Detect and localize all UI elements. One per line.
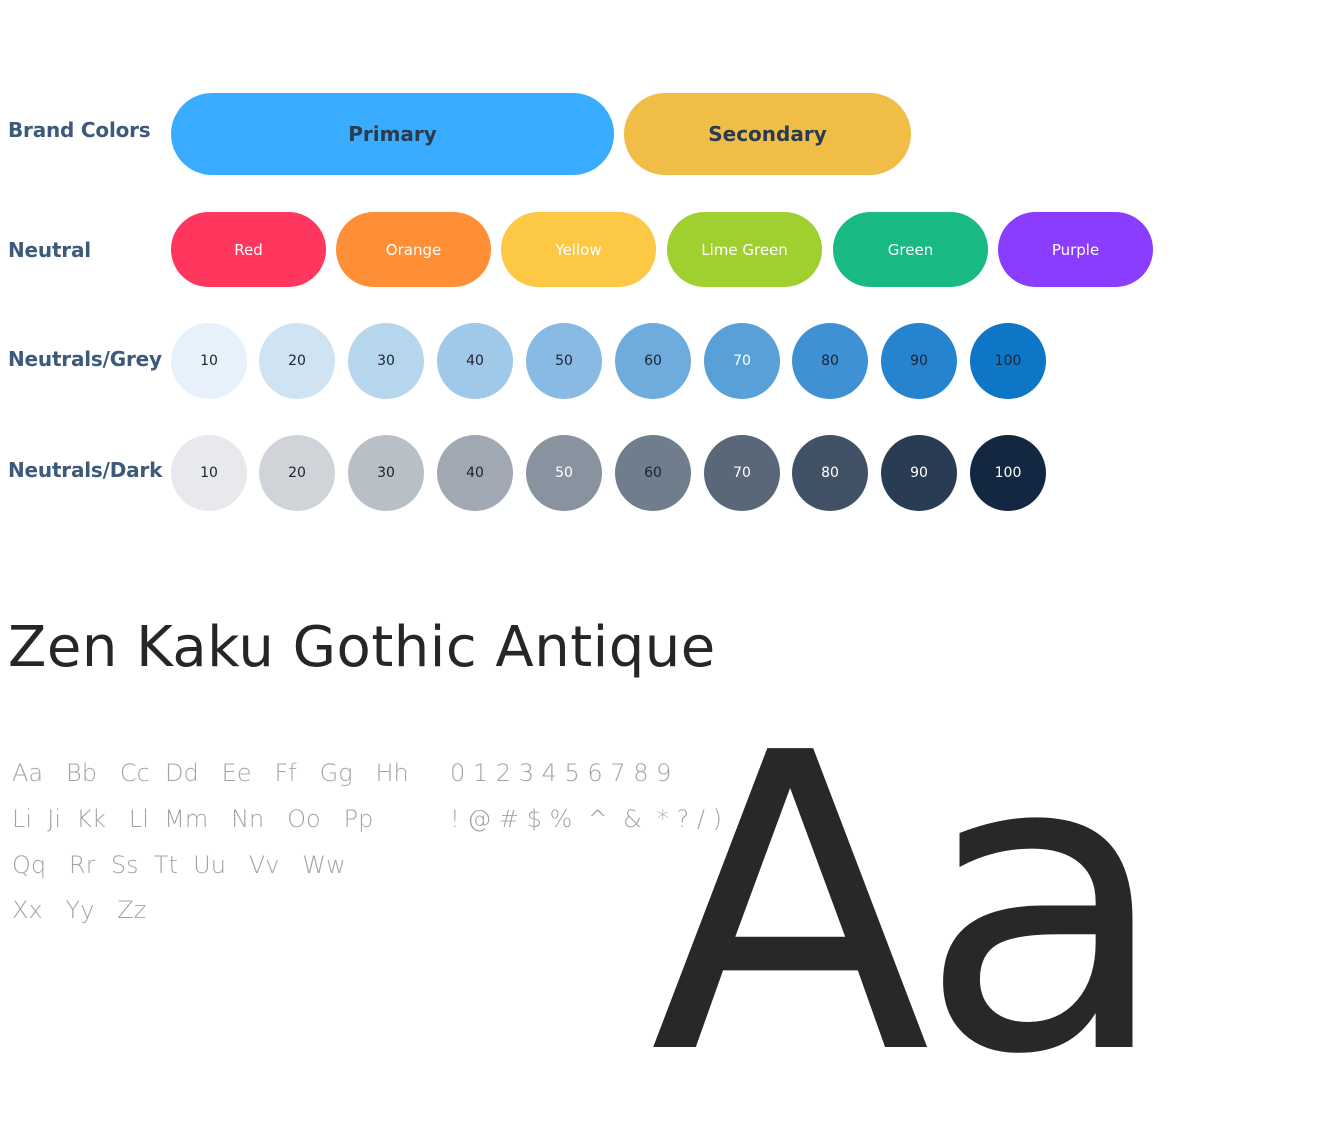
dark-100-swatch: 100 [970, 435, 1046, 511]
neutral-label: Neutral [8, 238, 91, 262]
grey-60-swatch: 60 [615, 323, 691, 399]
dark-80-swatch: 80 [792, 435, 868, 511]
dark-90-swatch: 90 [881, 435, 957, 511]
alphabet-line-4: Xx Yy Zz [12, 896, 147, 924]
neutrals-dark-label: Neutrals/Dark [8, 458, 163, 482]
alphabet-line-2: Li Ji Kk Ll Mm Nn Oo Pp [12, 805, 374, 833]
lime-green-swatch: Lime Green [667, 212, 822, 287]
dark-20-swatch: 20 [259, 435, 335, 511]
grey-20-swatch: 20 [259, 323, 335, 399]
grey-10-swatch: 10 [171, 323, 247, 399]
digits-line: 0 1 2 3 4 5 6 7 8 9 [450, 759, 672, 787]
grey-30-swatch: 30 [348, 323, 424, 399]
alphabet-line-1: Aa Bb Cc Dd Ee Ff Gg Hh [12, 759, 409, 787]
orange-swatch: Orange [336, 212, 491, 287]
grey-80-swatch: 80 [792, 323, 868, 399]
primary-swatch: Primary [171, 93, 614, 175]
symbols-line: ! @ # $ % ^ & * ? / ) [450, 805, 722, 833]
dark-10-swatch: 10 [171, 435, 247, 511]
secondary-swatch: Secondary [624, 93, 911, 175]
dark-30-swatch: 30 [348, 435, 424, 511]
grey-40-swatch: 40 [437, 323, 513, 399]
dark-60-swatch: 60 [615, 435, 691, 511]
yellow-swatch: Yellow [501, 212, 656, 287]
red-swatch: Red [171, 212, 326, 287]
alphabet-line-3: Qq Rr Ss Tt Uu Vv Ww [12, 851, 346, 879]
dark-40-swatch: 40 [437, 435, 513, 511]
type-specimen-aa: Aa [650, 666, 1170, 1144]
purple-swatch: Purple [998, 212, 1153, 287]
neutrals-grey-label: Neutrals/Grey [8, 347, 162, 371]
green-swatch: Green [833, 212, 988, 287]
grey-90-swatch: 90 [881, 323, 957, 399]
dark-50-swatch: 50 [526, 435, 602, 511]
font-family-title: Zen Kaku Gothic Antique [8, 615, 716, 680]
grey-100-swatch: 100 [970, 323, 1046, 399]
brand-colors-label: Brand Colors [8, 118, 151, 142]
grey-70-swatch: 70 [704, 323, 780, 399]
grey-50-swatch: 50 [526, 323, 602, 399]
dark-70-swatch: 70 [704, 435, 780, 511]
